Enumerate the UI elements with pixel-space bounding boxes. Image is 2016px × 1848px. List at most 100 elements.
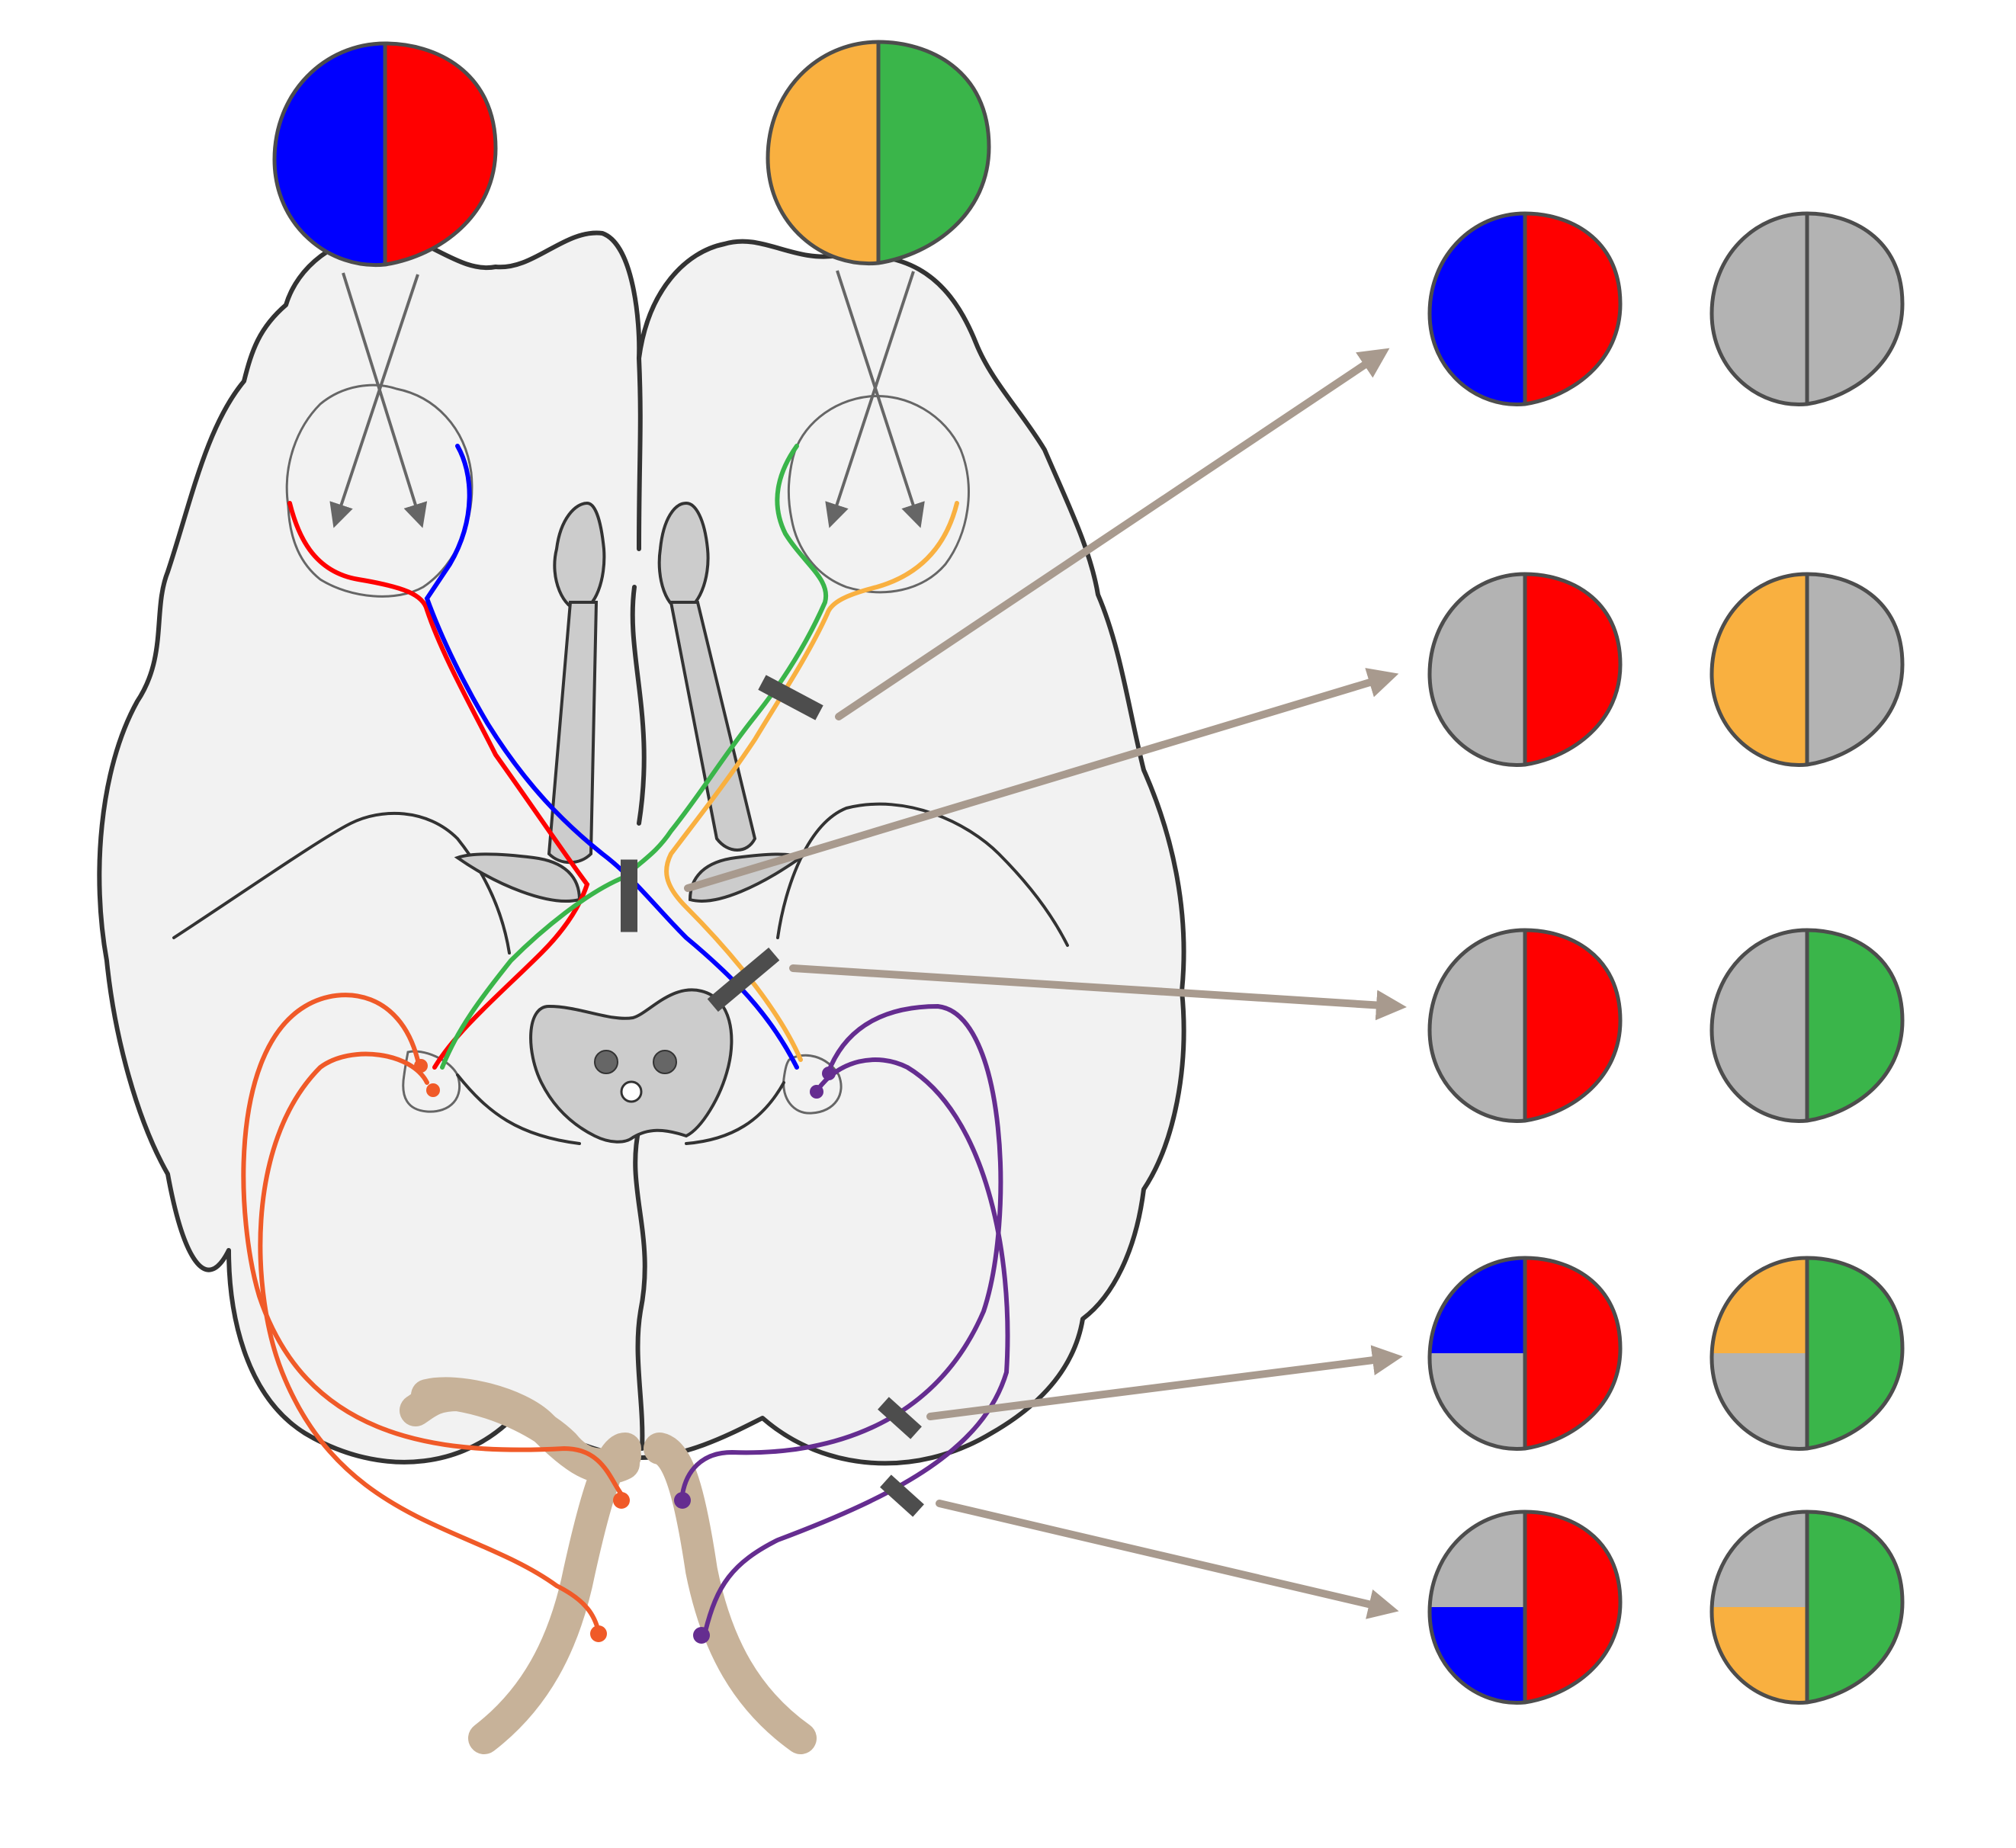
right-eye-globe bbox=[787, 394, 970, 594]
lesion-arrow-5 bbox=[936, 1500, 1399, 1619]
left-eye-projection-arrow-a bbox=[342, 272, 428, 528]
top-right-quadrant bbox=[878, 42, 989, 152]
right-optic-radiation-upper bbox=[680, 1003, 1003, 1497]
defect-right-eye-field bbox=[1709, 928, 1905, 1124]
left-olfactory-tract bbox=[553, 501, 606, 612]
field-outline bbox=[1427, 1510, 1623, 1705]
left-temporal-lobe bbox=[172, 811, 511, 954]
defect-left-eye-field bbox=[1427, 1256, 1623, 1452]
top-left-quadrant bbox=[1430, 930, 1525, 1025]
left-eye-temporal-fibers bbox=[287, 501, 590, 1070]
top-left-quadrant bbox=[1712, 930, 1807, 1025]
longitudinal-fissure-posterior bbox=[633, 1126, 647, 1451]
cerebral-aqueduct bbox=[620, 1080, 643, 1103]
top-right-quadrant bbox=[1807, 574, 1902, 669]
bottom-right-quadrant bbox=[1525, 1607, 1620, 1703]
right-cortex-terminal-upper bbox=[674, 1492, 691, 1509]
field-outline bbox=[1427, 211, 1623, 407]
field-outline bbox=[1709, 1256, 1905, 1452]
left-cortex-terminal-upper bbox=[613, 1492, 630, 1509]
bottom-left-quadrant bbox=[1430, 1353, 1525, 1449]
top-left-quadrant bbox=[1712, 574, 1807, 669]
optic-pathways bbox=[287, 444, 959, 1070]
bottom-left-quadrant bbox=[1430, 669, 1525, 765]
defect-left-eye-field bbox=[1427, 211, 1623, 407]
top-left-quadrant bbox=[1430, 213, 1525, 309]
field-defect-row-4 bbox=[1427, 1256, 1905, 1452]
lesion-left-optic-tract bbox=[707, 947, 780, 1012]
lesion-optic-chiasm bbox=[621, 859, 637, 932]
top-left-quadrant bbox=[1430, 1258, 1525, 1353]
bottom-left-quadrant bbox=[1712, 1025, 1807, 1121]
top-left-quadrant bbox=[1430, 574, 1525, 669]
right-lateral-ventricle-outline bbox=[685, 1081, 785, 1145]
bottom-right-quadrant bbox=[1807, 1025, 1902, 1121]
bottom-right-quadrant bbox=[1525, 309, 1620, 405]
right-temporal-lobe bbox=[776, 802, 1069, 947]
left-eye-nasal-fibers bbox=[424, 444, 799, 1070]
field-outline bbox=[1709, 572, 1905, 768]
field-defects-layer bbox=[1427, 211, 1905, 1705]
lesion-arrow-3 bbox=[789, 964, 1407, 1021]
bottom-left-quadrant bbox=[1430, 1607, 1525, 1703]
top-right-quadrant bbox=[1807, 1512, 1902, 1607]
top-right-quadrant bbox=[1525, 574, 1620, 669]
visual-fields-layer bbox=[272, 40, 991, 268]
right-olfactory-tract-stem bbox=[669, 601, 757, 852]
midbrain bbox=[529, 988, 734, 1144]
field-defect-row-1 bbox=[1427, 211, 1905, 407]
right-calcarine-band bbox=[644, 1433, 817, 1754]
brain bbox=[97, 230, 1186, 1754]
right-eye-visual-field bbox=[766, 40, 991, 266]
medial-brain-divider bbox=[630, 585, 647, 826]
longitudinal-fissure-anterior bbox=[637, 356, 643, 551]
cerebral-peduncle-left bbox=[594, 1050, 618, 1074]
bottom-right-quadrant bbox=[1525, 1025, 1620, 1121]
defect-left-eye-field bbox=[1427, 572, 1623, 768]
left-calcarine-band bbox=[468, 1433, 641, 1754]
defect-right-eye-field bbox=[1709, 572, 1905, 768]
defect-right-eye-field bbox=[1709, 1256, 1905, 1452]
left-anterior-temporal-structure bbox=[454, 852, 582, 903]
right-eye-projection-arrow-b bbox=[825, 271, 915, 528]
top-left-quadrant bbox=[1430, 1512, 1525, 1607]
field-outline bbox=[1709, 928, 1905, 1124]
bottom-right-quadrant bbox=[1807, 1353, 1902, 1449]
lesion-markers-layer bbox=[621, 675, 924, 1517]
top-right-quadrant bbox=[1807, 930, 1902, 1025]
bottom-left-quadrant bbox=[1430, 309, 1525, 405]
left-lgn-synapse-lower bbox=[426, 1083, 440, 1097]
top-right-quadrant bbox=[1525, 930, 1620, 1025]
bottom-right-quadrant bbox=[1525, 1353, 1620, 1449]
field-outline bbox=[1427, 928, 1623, 1124]
lesion-arrows-layer bbox=[684, 348, 1407, 1619]
lesion-upper-optic-radiation bbox=[878, 1397, 922, 1439]
left-optic-radiation-upper bbox=[241, 993, 624, 1497]
field-projection-arrows bbox=[329, 270, 925, 528]
optic-radiations bbox=[241, 993, 1010, 1644]
left-lateral-ventricle-outline bbox=[456, 1073, 581, 1145]
bottom-right-quadrant bbox=[1807, 669, 1902, 765]
bottom-left-quadrant bbox=[1712, 309, 1807, 405]
bottom-left-quadrant bbox=[1712, 669, 1807, 765]
field-outline bbox=[1427, 1256, 1623, 1452]
top-left-quadrant bbox=[1712, 1512, 1807, 1607]
defect-right-eye-field bbox=[1709, 1510, 1905, 1705]
lesion-lower-optic-radiation bbox=[880, 1474, 924, 1517]
top-right-quadrant bbox=[1525, 1512, 1620, 1607]
top-right-quadrant bbox=[385, 43, 496, 154]
field-defect-row-5 bbox=[1427, 1510, 1905, 1705]
right-lgn-synapse-lower bbox=[810, 1085, 823, 1099]
field-outline bbox=[766, 40, 991, 266]
field-defect-row-3 bbox=[1427, 928, 1905, 1124]
bottom-right-quadrant bbox=[1807, 309, 1902, 405]
right-cortex-terminal-lower bbox=[693, 1627, 710, 1644]
right-olfactory-tract bbox=[657, 501, 710, 612]
defect-right-eye-field bbox=[1709, 211, 1905, 407]
top-right-quadrant bbox=[1525, 1258, 1620, 1353]
cerebral-peduncle-right bbox=[653, 1050, 677, 1074]
bottom-right-quadrant bbox=[1807, 1607, 1902, 1703]
left-eye-projection-arrow-b bbox=[329, 274, 419, 528]
lesion-arrow-2 bbox=[684, 668, 1399, 892]
